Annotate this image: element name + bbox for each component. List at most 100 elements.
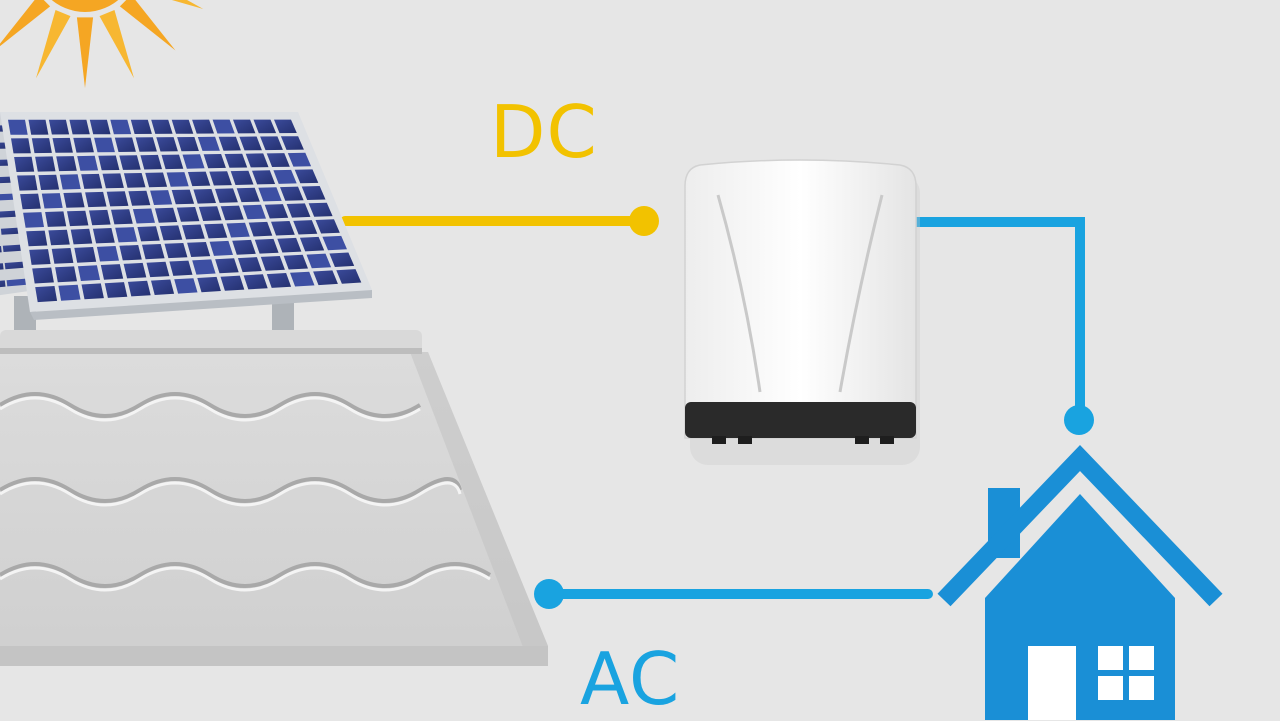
solar-cell xyxy=(280,186,304,201)
solar-cell xyxy=(151,279,175,295)
solar-cell xyxy=(280,136,304,150)
solar-cell xyxy=(32,267,54,284)
solar-cell xyxy=(197,136,220,151)
solar-cell xyxy=(137,226,160,242)
solar-cell xyxy=(74,247,97,263)
solar-cell xyxy=(266,273,292,288)
solar-cell xyxy=(197,276,221,293)
solar-cell xyxy=(104,282,128,298)
solar-cell xyxy=(115,227,138,243)
solar-cell xyxy=(286,203,311,218)
solar-cell xyxy=(192,259,216,275)
solar-cell xyxy=(28,119,49,135)
solar-cell xyxy=(29,249,51,265)
solar-cell xyxy=(209,171,232,186)
solar-cell xyxy=(187,242,211,257)
solar-cell xyxy=(130,119,152,134)
solar-cell xyxy=(132,208,155,224)
solar-cell xyxy=(48,119,70,135)
solar-cell xyxy=(253,119,277,134)
solar-cell xyxy=(14,156,35,172)
solar-cell xyxy=(306,253,332,269)
sun-ray xyxy=(0,0,51,47)
solar-cell xyxy=(273,169,297,184)
solar-cell xyxy=(264,204,289,219)
ac-label: AC xyxy=(580,637,681,721)
solar-cell xyxy=(67,210,89,227)
solar-cell xyxy=(203,154,226,169)
solar-cell xyxy=(4,261,26,270)
solar-cell xyxy=(63,192,85,208)
solar-cell xyxy=(169,260,193,276)
solar-cell xyxy=(48,229,70,246)
solar-cell xyxy=(31,138,52,154)
solar-cell xyxy=(232,239,256,255)
solar-cell xyxy=(35,286,58,303)
solar-cell xyxy=(220,275,245,291)
sun-ray xyxy=(36,9,71,79)
solar-cell xyxy=(70,228,93,245)
solar-cell xyxy=(0,280,6,288)
solar-cell xyxy=(140,154,162,170)
solar-cell xyxy=(260,136,283,151)
solar-cell xyxy=(308,202,333,217)
solar-cell xyxy=(102,173,124,189)
sun-ray xyxy=(171,0,204,9)
house-icon xyxy=(937,444,1223,720)
solar-cell xyxy=(226,222,250,238)
solar-cell xyxy=(6,278,29,287)
solar-cell xyxy=(56,156,77,172)
solar-cell xyxy=(322,235,347,251)
solar-cell xyxy=(266,153,290,167)
solar-cell xyxy=(127,280,151,297)
solar-cell xyxy=(135,137,157,152)
solar-cell xyxy=(299,236,325,252)
solar-cell xyxy=(81,173,103,189)
solar-cell xyxy=(187,171,211,187)
roof xyxy=(0,330,548,666)
solar-cell xyxy=(59,174,81,190)
solar-cell xyxy=(81,283,104,300)
solar-cell xyxy=(271,221,295,236)
solar-cell xyxy=(41,193,63,209)
sun-ray xyxy=(119,0,176,51)
solar-cell xyxy=(0,210,19,218)
solar-cell xyxy=(20,193,41,210)
solar-cell xyxy=(254,238,279,254)
solar-cell xyxy=(58,284,81,301)
solar-cell xyxy=(100,264,124,280)
solar-cell xyxy=(166,172,189,187)
solar-cell xyxy=(252,170,276,185)
solar-cell xyxy=(315,219,340,234)
solar-cell xyxy=(0,193,17,201)
solar-panel-icon xyxy=(0,112,372,330)
solar-cell xyxy=(98,155,120,171)
solar-cell xyxy=(290,271,315,287)
solar-cell xyxy=(212,119,235,134)
solar-cell xyxy=(230,170,254,185)
solar-cell xyxy=(0,263,4,270)
solar-cell xyxy=(150,190,173,205)
solar-cell xyxy=(192,119,214,134)
solar-cell xyxy=(171,189,195,205)
solar-cell xyxy=(8,119,28,135)
solar-cell xyxy=(258,187,282,202)
sun-icon xyxy=(0,0,204,89)
solar-cell xyxy=(204,223,228,239)
solar-cell xyxy=(2,244,24,252)
sun-ray xyxy=(76,17,94,89)
solar-cell xyxy=(26,230,48,247)
solar-cell xyxy=(220,205,244,221)
solar-cell xyxy=(293,220,318,235)
solar-cell xyxy=(89,119,111,135)
solar-cell xyxy=(313,270,338,286)
solar-cell xyxy=(106,191,129,207)
solar-cell xyxy=(69,119,90,135)
solar-cell xyxy=(146,261,170,278)
ac-connection xyxy=(534,217,1094,609)
solar-cell xyxy=(85,191,107,208)
solar-cell xyxy=(77,265,101,281)
solar-cell xyxy=(239,136,262,151)
solar-cell xyxy=(35,156,56,172)
